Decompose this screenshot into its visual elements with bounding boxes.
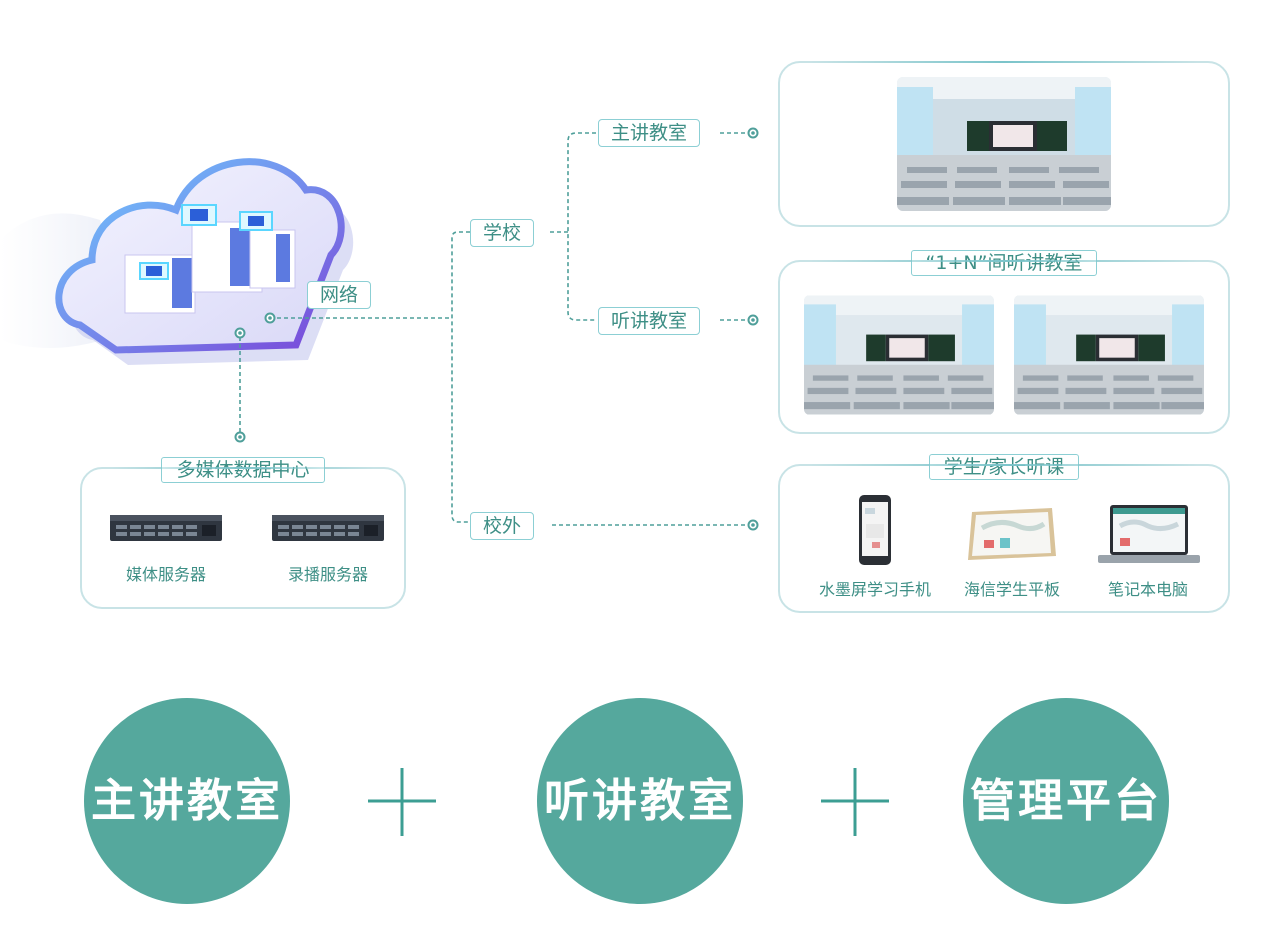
laptop-label: 笔记本电脑 xyxy=(1107,580,1188,599)
school-node: 学校 xyxy=(470,219,535,247)
summary-management-platform: 管理平台 xyxy=(963,698,1169,904)
summary-main-classroom: 主讲教室 xyxy=(84,698,290,904)
tablet-icon xyxy=(968,508,1056,560)
network-node: 网络 xyxy=(307,281,372,309)
main-classroom-node: 主讲教室 xyxy=(598,119,701,147)
classroom-photo xyxy=(804,295,994,415)
laptop-icon xyxy=(1098,505,1200,563)
audience-title: 学生/家长听课 xyxy=(928,454,1080,480)
media-center-panel: 多媒体数据中心 媒体服务器 录播服务器 xyxy=(80,457,406,609)
plus-icon xyxy=(368,768,436,836)
audience-panel: 学生/家长听课 水墨屏学习手机 海信学生平板 笔记本电脑 xyxy=(778,454,1230,613)
media-server-label: 媒体服务器 xyxy=(125,565,206,584)
classroom-photo xyxy=(897,77,1111,211)
rack-server-icon xyxy=(272,515,384,541)
plus-icon xyxy=(821,768,889,836)
classroom-photo xyxy=(1014,295,1204,415)
media-center-title: 多媒体数据中心 xyxy=(161,457,325,483)
rack-server-icon xyxy=(110,515,222,541)
outside-node: 校外 xyxy=(470,512,535,540)
listen-classrooms-panel: “1+N”间听讲教室 xyxy=(778,250,1230,434)
cloud-server-icon xyxy=(55,158,354,365)
phone-label: 水墨屏学习手机 xyxy=(818,580,931,599)
phone-icon xyxy=(859,495,891,565)
listen-classrooms-title: “1+N”间听讲教室 xyxy=(910,250,1098,276)
recording-server-label: 录播服务器 xyxy=(287,565,368,584)
tablet-label: 海信学生平板 xyxy=(963,580,1060,599)
summary-listen-classroom: 听讲教室 xyxy=(537,698,743,904)
main-classroom-panel xyxy=(778,61,1230,227)
listen-classroom-node: 听讲教室 xyxy=(598,307,701,335)
